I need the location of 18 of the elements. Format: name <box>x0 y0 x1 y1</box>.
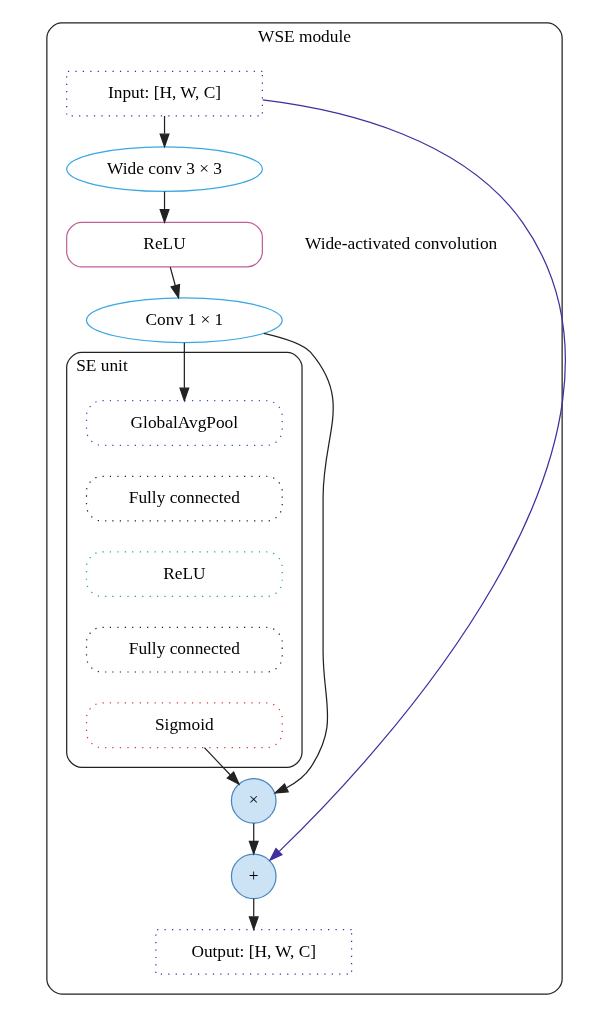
node-circle: × <box>230 777 277 824</box>
node-ellipse: Wide conv 3 × 3 <box>65 146 263 193</box>
arrow <box>262 332 334 794</box>
arrow <box>203 747 240 786</box>
node-box: ReLU <box>65 221 263 268</box>
node-box: Input: [H, W, C] <box>65 70 263 117</box>
node-ellipse: Conv 1 × 1 <box>85 297 283 344</box>
node-box: GlobalAvgPool <box>85 400 283 446</box>
node-box: Output: [H, W, C] <box>154 929 352 975</box>
node-box: Sigmoid <box>85 702 283 749</box>
label: Wide-activated convolution <box>304 234 497 254</box>
node-circle: + <box>230 853 277 900</box>
node-box: Fully connected <box>85 475 283 522</box>
node-box: ReLU <box>85 551 283 598</box>
arrow <box>178 342 190 403</box>
arrow <box>169 266 180 300</box>
arrow <box>261 99 565 862</box>
node-box: Fully connected <box>85 626 283 673</box>
